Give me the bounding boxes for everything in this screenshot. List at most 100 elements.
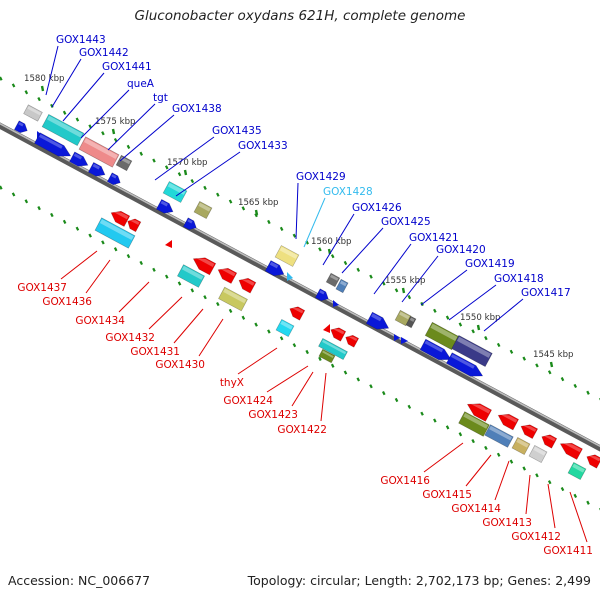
gene-leader-line: [423, 442, 464, 473]
ruler-major-tick: [476, 324, 481, 331]
tick-mark-upper: [445, 315, 450, 320]
ruler-label: 1575 kbp: [95, 117, 136, 127]
gene-glyph-shine: [489, 425, 512, 441]
gene-glyph: [274, 245, 300, 267]
tick-mark-upper: [330, 254, 335, 259]
gene-glyph: [193, 200, 213, 220]
gene-glyph-shine: [430, 323, 458, 341]
gene-glyph-shine: [27, 106, 42, 116]
tick-mark-lower: [50, 212, 54, 218]
gene-label-reverse: GOX1432: [105, 332, 155, 344]
gene-glyph-shine: [83, 138, 118, 159]
gene-glyph-shine: [223, 288, 247, 304]
gene-glyph-shine: [167, 182, 186, 195]
tick-mark-lower: [484, 445, 488, 451]
tick-mark-lower: [509, 459, 514, 464]
gene-arrow-forward: [419, 338, 452, 361]
gene-arrow-forward: [33, 132, 72, 157]
tick-mark-lower: [101, 240, 105, 245]
gene-label-forward: GOX1438: [172, 103, 222, 115]
tick-mark-upper: [24, 90, 29, 95]
map-title: Gluconobacter oxydans 621H, complete gen…: [134, 8, 466, 24]
tick-mark-lower: [177, 281, 182, 286]
tick-mark-upper: [101, 131, 105, 136]
tick-mark-lower: [164, 274, 169, 279]
gene-arrow-reverse-shine: [112, 211, 129, 220]
gene-label-forward: queA: [127, 78, 155, 90]
gene-glyph: [484, 424, 514, 448]
gene-glyph: [176, 264, 206, 288]
ruler-major-tick: [401, 287, 406, 294]
gene-glyph: [218, 286, 248, 312]
tick-mark-upper: [279, 226, 284, 231]
gene-glyph: [318, 337, 348, 361]
gene-leader-line: [401, 255, 439, 303]
ruler-label: 1545 kbp: [533, 350, 574, 360]
tick-mark-upper: [0, 76, 3, 81]
tick-mark-upper: [62, 110, 67, 115]
gene-arrow-forward: [155, 198, 174, 214]
tick-mark-lower: [343, 370, 348, 375]
tick-mark-upper: [126, 144, 131, 149]
tick-mark-lower: [254, 322, 258, 327]
tick-mark-upper: [496, 342, 501, 348]
tick-mark-upper: [177, 172, 182, 177]
gene-leader-line: [198, 318, 224, 357]
gene-leader-line: [45, 45, 59, 96]
tick-mark-upper: [139, 151, 144, 156]
gene-label-reverse: GOX1430: [155, 359, 205, 371]
gene-label-reverse: GOX1423: [248, 409, 298, 421]
gene-glyph-shine: [99, 219, 134, 240]
tick-mark-upper: [318, 247, 322, 252]
gene-leader-line: [448, 284, 497, 321]
gene-glyph: [335, 278, 349, 294]
gene-arrow-forward: [314, 288, 329, 302]
genome-backbone-highlight: [0, 122, 600, 448]
gene-arrow-reverse: [541, 434, 558, 449]
gene-glyph-shine: [322, 339, 347, 355]
tick-mark-lower: [24, 199, 29, 204]
gene-label-forward: GOX1443: [56, 34, 106, 46]
tick-mark-lower: [330, 363, 335, 368]
gene-label-reverse: GOX1411: [543, 545, 593, 557]
tick-mark-lower: [356, 377, 361, 382]
gene-label-forward: GOX1442: [79, 47, 129, 59]
tick-mark-upper: [509, 349, 514, 354]
gene-arrow-small: [401, 337, 408, 344]
tick-mark-upper: [369, 274, 373, 279]
gene-glyph: [115, 154, 133, 172]
tick-mark-lower: [433, 418, 437, 423]
tick-mark-upper: [407, 295, 412, 300]
gene-leader-line: [420, 269, 468, 306]
gene-leader-line: [154, 136, 215, 181]
gene-leader-line: [266, 365, 309, 393]
ruler-label: 1570 kbp: [167, 158, 208, 168]
gene-arrow-forward-shine: [18, 122, 24, 127]
tick-mark-lower: [75, 226, 80, 231]
ruler-label: 1580 kbp: [24, 74, 65, 84]
gene-glyph: [318, 348, 336, 364]
gene-arrow-reverse-shine: [562, 442, 582, 453]
gene-arrow-forward-shine: [111, 174, 117, 179]
gene-arrow-forward: [106, 172, 121, 186]
gene-arrow-forward-shine: [371, 313, 382, 322]
gene-label-reverse: GOX1416: [380, 475, 430, 487]
gene-leader-line: [175, 151, 241, 197]
tick-mark-lower: [292, 343, 297, 348]
gene-arrow-forward-shine: [451, 354, 475, 369]
tick-mark-lower: [560, 486, 565, 492]
gene-leader-line: [483, 298, 524, 332]
tick-mark-upper: [254, 213, 258, 218]
tick-mark-lower: [318, 356, 322, 361]
gene-glyph: [275, 318, 295, 338]
ruler-label: 1555 kbp: [385, 276, 426, 286]
tick-mark-lower: [279, 336, 284, 341]
gene-arrow-reverse: [330, 327, 347, 342]
gene-arrow-reverse-shine: [522, 425, 537, 432]
tick-mark-upper: [458, 322, 463, 327]
tick-mark-lower: [407, 404, 412, 409]
tick-mark-upper: [88, 124, 92, 129]
gene-arrow-forward: [69, 151, 89, 167]
tick-mark-upper: [11, 83, 16, 88]
gene-arrow-forward: [13, 120, 28, 134]
